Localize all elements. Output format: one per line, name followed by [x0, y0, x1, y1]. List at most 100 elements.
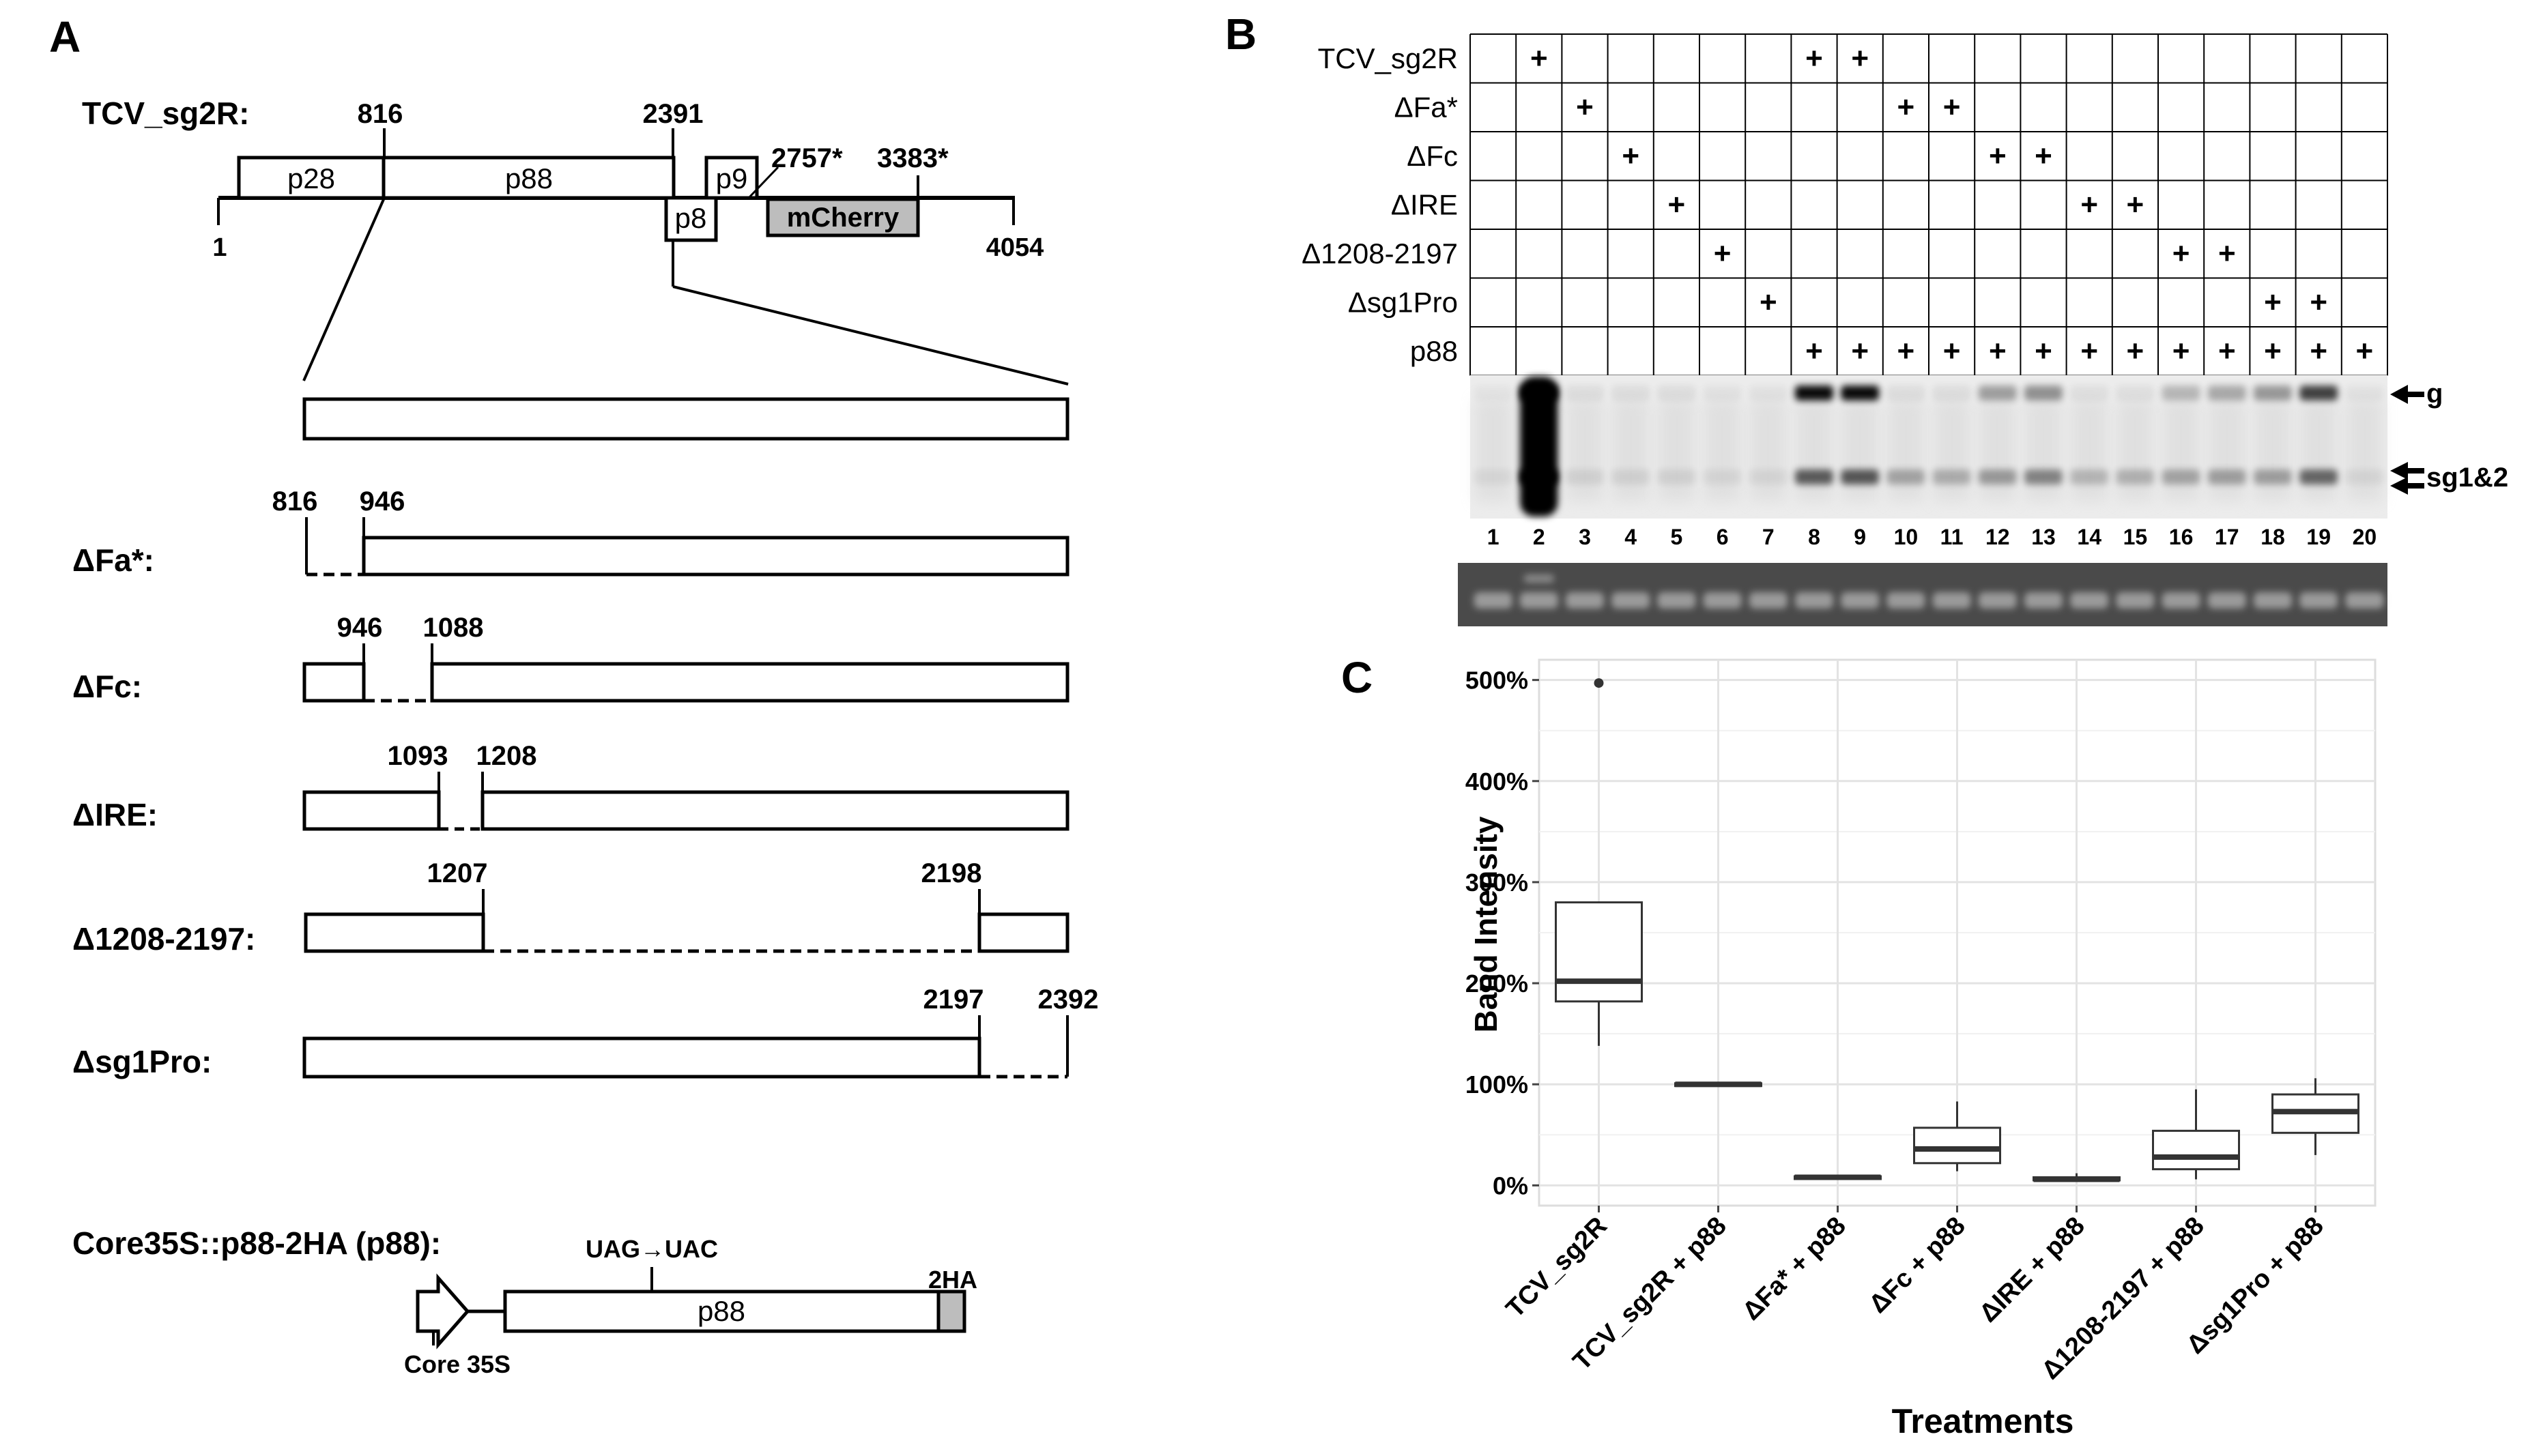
boxplot-1 — [1674, 1081, 1762, 1088]
lane-number: 16 — [2169, 525, 2194, 549]
y-axis-ticks: 0%100%200%300%400%500% — [1465, 667, 1539, 1199]
y-tick-label: 0% — [1493, 1171, 1528, 1199]
treatment-grid: TCV_sg2R+++ΔFa*+++ΔFc+++ΔIRE+++Δ1208-219… — [1302, 33, 2388, 377]
y-axis-label: Band Intensity — [1468, 816, 1504, 1032]
orf-p88-label: p88 — [505, 162, 553, 194]
deletion-sg1pro-end-label: 2392 — [1038, 985, 1099, 1015]
promoter-label: Core 35S — [404, 1350, 511, 1378]
pos-3383-label: 3383* — [877, 143, 949, 173]
loading-control-gel — [1458, 563, 2387, 626]
zoom-line-left — [302, 197, 386, 381]
rrna-band — [2024, 592, 2063, 609]
mcherry-box — [766, 197, 920, 237]
subgenomic-band — [1749, 469, 1788, 484]
rrna-band — [1932, 592, 1971, 609]
plus-mark: + — [1851, 334, 1869, 368]
genomic-band — [2024, 385, 2063, 401]
g-band-label: g — [2426, 379, 2443, 409]
genome-end-label: 4054 — [986, 233, 1044, 262]
genomic-band — [1611, 385, 1650, 401]
rrna-band — [1657, 592, 1696, 609]
row-label: Δ1208-2197 — [1302, 237, 1458, 270]
genomic-band — [1795, 385, 1833, 401]
panel-c-letter: C — [1341, 653, 1373, 702]
x-tick-label: TCV_sg2R — [1501, 1212, 1613, 1324]
deletion-1208-2197-right-box — [977, 912, 1070, 953]
genomic-band — [2345, 385, 2384, 401]
blot-background — [1470, 375, 2387, 519]
subgenomic-band — [2070, 469, 2109, 484]
subgenomic-band — [2116, 469, 2155, 484]
pos-2757-leader — [747, 166, 779, 199]
genomic-band — [1886, 385, 1925, 401]
plus-mark: + — [1805, 42, 1823, 75]
subgenomic-band — [2345, 469, 2384, 484]
lane-number: 17 — [2215, 525, 2239, 549]
promoter-arrow-icon — [416, 1273, 470, 1350]
boxplot-6 — [2271, 1078, 2359, 1155]
genomic-band — [2116, 385, 2155, 401]
lane-number: 13 — [2031, 525, 2056, 549]
plus-mark: + — [1805, 334, 1823, 368]
plus-mark: + — [2127, 334, 2144, 368]
pos-816-label: 816 — [358, 99, 403, 129]
plus-mark: + — [2310, 285, 2327, 319]
deletion-ire: ΔIRE: 1093 1208 — [72, 741, 1070, 832]
deletion-fa-end-label: 946 — [360, 486, 405, 516]
plus-mark: + — [1943, 90, 1961, 123]
expression-p88-label: p88 — [698, 1295, 745, 1327]
rrna-band — [1566, 592, 1604, 609]
lane-number: 19 — [2306, 525, 2331, 549]
plus-mark: + — [2356, 334, 2374, 368]
x-tick-label: ΔFc + p88 — [1864, 1212, 1971, 1319]
deletion-ire-end-label: 1208 — [476, 741, 537, 771]
rrna-band — [1611, 592, 1650, 609]
zoom-region-box — [302, 397, 1070, 441]
lane-smear — [1613, 399, 1649, 501]
x-axis-label: Treatments — [1892, 1402, 2074, 1440]
rrna-band — [2116, 592, 2155, 609]
panel-a: A TCV_sg2R: 1 4054 p28 p88 816 2391 p9 p… — [49, 12, 1098, 1378]
lane-smear — [2117, 399, 2153, 501]
row-label: TCV_sg2R — [1318, 42, 1458, 74]
genomic-band — [2299, 385, 2338, 401]
plus-mark: + — [1989, 334, 2007, 368]
orf-p8-label: p8 — [675, 202, 707, 234]
zoom-line-right — [672, 285, 1069, 385]
plus-mark: + — [2218, 237, 2236, 270]
lane-number: 8 — [1808, 525, 1820, 549]
deletion-fc-right-box — [430, 662, 1070, 703]
rrna-band — [2345, 592, 2384, 609]
x-tick-label: ΔIRE + p88 — [1974, 1212, 2091, 1328]
sg2-band-arrow-icon — [2390, 477, 2424, 495]
y-tick-label: 400% — [1465, 768, 1528, 796]
lane-smear — [1888, 399, 1924, 501]
lane-smear — [1979, 399, 2015, 501]
lane-smear — [2026, 399, 2061, 501]
plus-mark: + — [2218, 334, 2236, 368]
lane-smear — [2301, 399, 2337, 501]
mcherry-label: mCherry — [787, 203, 900, 233]
subgenomic-band — [1978, 469, 2017, 484]
plus-mark: + — [2035, 334, 2052, 368]
boxplots — [1555, 678, 2359, 1182]
deletion-sg1pro-start-label: 2197 — [923, 985, 984, 1015]
genomic-band — [1566, 385, 1604, 401]
rrna-band — [1519, 592, 1558, 609]
lane-smear — [1934, 399, 1970, 501]
plus-mark: + — [1530, 42, 1548, 75]
deletion-1208-2197: Δ1208-2197: 1207 2198 — [72, 858, 1070, 957]
genomic-band — [2207, 385, 2246, 401]
subgenomic-band — [1886, 469, 1925, 484]
boxplot-2 — [1794, 1174, 1882, 1180]
deletion-fa-box — [362, 536, 1070, 577]
gel-extra-band — [1523, 574, 1554, 583]
lane-smear — [2346, 399, 2383, 501]
lane-smear — [2163, 399, 2199, 501]
orf-p9-box — [704, 156, 759, 200]
genomic-band — [2070, 385, 2109, 401]
plus-mark: + — [1943, 334, 1961, 368]
lane-number: 9 — [1854, 525, 1866, 549]
